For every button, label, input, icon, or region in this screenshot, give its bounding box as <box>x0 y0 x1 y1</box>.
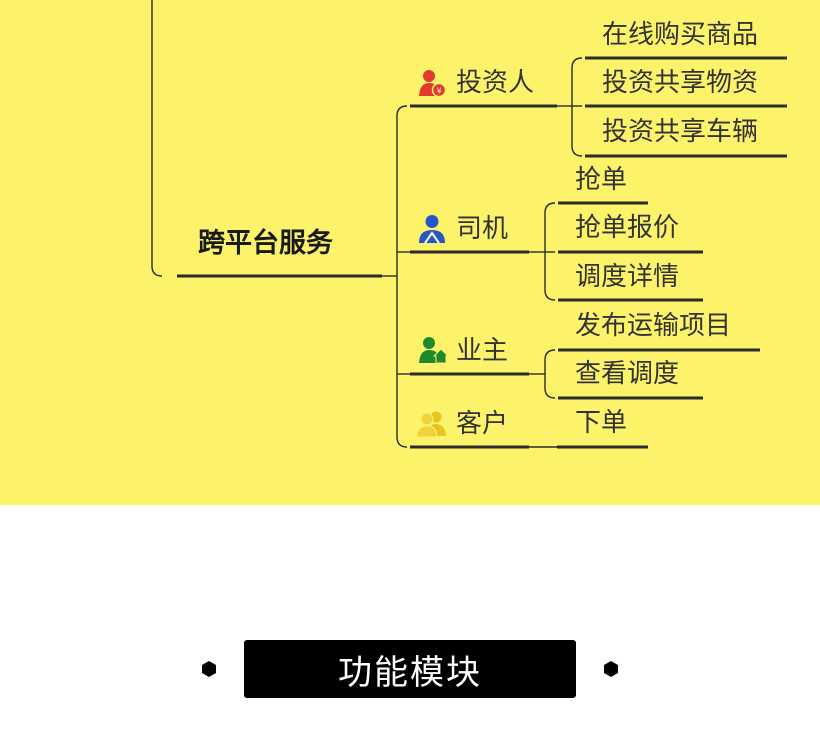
leaf-dispatch-details: 调度详情 <box>575 262 680 292</box>
leaf-publish-transport-project: 发布运输项目 <box>575 311 732 341</box>
section-title-banner: 功能模块 <box>244 640 576 698</box>
section-title: 功能模块 <box>338 652 482 693</box>
owner-icon <box>419 337 448 364</box>
svg-text:¥: ¥ <box>436 87 441 96</box>
driver-icon <box>419 215 445 244</box>
right-hexagon-icon <box>604 661 618 677</box>
leaf-invest-shared-materials: 投资共享物资 <box>602 68 759 98</box>
leaf-view-dispatch: 查看调度 <box>575 359 680 389</box>
trunk-connector <box>151 0 163 277</box>
mind-map-panel: 跨平台服务 ¥ 投资人 在线购买商品 投资共享物资 投资共享车辆 司机 抢单 抢… <box>0 0 820 505</box>
branch-customer: 客户 <box>456 409 509 439</box>
branch-investor: 投资人 <box>456 68 535 98</box>
branch-driver: 司机 <box>456 214 509 244</box>
mind-map-connectors <box>151 0 787 449</box>
leaf-grab-order: 抢单 <box>575 165 628 195</box>
leaf-place-order: 下单 <box>575 408 628 438</box>
left-hexagon-icon <box>202 661 216 677</box>
leaf-invest-shared-vehicles: 投资共享车辆 <box>602 117 759 147</box>
branch-owner: 业主 <box>456 336 509 366</box>
branch-spine <box>396 105 408 448</box>
investor-icon: ¥ <box>419 70 446 98</box>
leaf-online-purchase: 在线购买商品 <box>602 20 759 50</box>
customer-icon <box>416 411 446 438</box>
leaf-grab-order-quote: 抢单报价 <box>575 213 680 243</box>
root-topic: 跨平台服务 <box>198 228 333 259</box>
